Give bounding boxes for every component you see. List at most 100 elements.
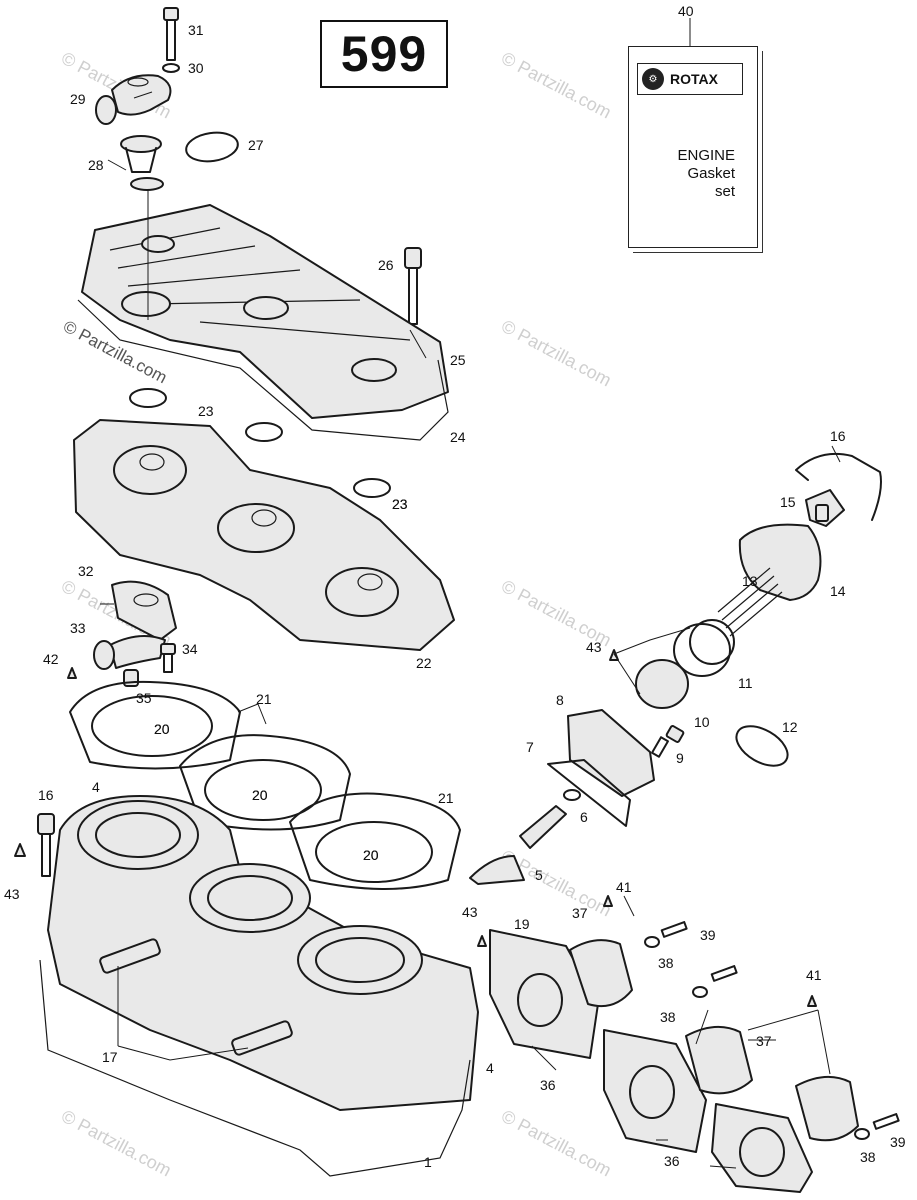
callout: 37 bbox=[756, 1033, 772, 1049]
callout: 4 bbox=[92, 779, 100, 795]
callout: 35 bbox=[136, 690, 152, 706]
washer-38 bbox=[644, 936, 660, 948]
o-ring-23 bbox=[353, 478, 391, 498]
bolt-39 bbox=[660, 921, 688, 938]
watermark-text: © Partzilla.com bbox=[498, 846, 614, 921]
washer-30 bbox=[162, 63, 180, 73]
bracket-17 bbox=[99, 938, 161, 974]
callout: 41 bbox=[616, 879, 632, 895]
cylinder-block-4 bbox=[47, 795, 479, 1111]
callout: 36 bbox=[664, 1153, 680, 1169]
callout: 41 bbox=[806, 967, 822, 983]
watermark-text: © Partzilla.com bbox=[58, 1106, 174, 1181]
callout: 20 bbox=[252, 787, 268, 803]
o-ring-27 bbox=[185, 131, 239, 163]
piston-10 bbox=[635, 659, 689, 709]
gasket-24 bbox=[77, 299, 449, 441]
sealant-drop-43 bbox=[14, 843, 26, 857]
callout: 26 bbox=[378, 257, 394, 273]
callout: 9 bbox=[676, 750, 684, 766]
bolt-34 bbox=[160, 643, 176, 673]
callout: 8 bbox=[556, 692, 564, 708]
washer-38 bbox=[692, 986, 708, 998]
sleeve-37 bbox=[685, 1025, 753, 1095]
head-gasket-21 bbox=[289, 792, 461, 890]
callout: 20 bbox=[363, 847, 379, 863]
gasket-label: 20 bbox=[363, 847, 379, 863]
hose-end-33 bbox=[93, 640, 115, 670]
o-ring-23 bbox=[245, 422, 283, 442]
sealant-drop-42 bbox=[67, 667, 77, 679]
valve-housing-8 bbox=[567, 709, 655, 797]
hose-33 bbox=[109, 635, 166, 669]
callout: 22 bbox=[416, 655, 432, 671]
base-gasket-1 bbox=[39, 959, 471, 1177]
callout: 32 bbox=[78, 563, 94, 579]
thermostat-28 bbox=[120, 135, 164, 191]
callout: 33 bbox=[70, 620, 86, 636]
callout: 38 bbox=[658, 955, 674, 971]
spring-13 bbox=[717, 567, 783, 637]
logo-brand: ROTAX bbox=[670, 71, 718, 87]
callout: 6 bbox=[580, 809, 588, 825]
gasket-label: 20 bbox=[154, 721, 170, 737]
head-cover-25 bbox=[81, 204, 449, 419]
callout: 43 bbox=[462, 904, 478, 920]
callout: 13 bbox=[742, 573, 758, 589]
bracket-17 bbox=[231, 1020, 293, 1056]
callout: 42 bbox=[43, 651, 59, 667]
plug-15 bbox=[805, 489, 845, 527]
callout: 11 bbox=[738, 675, 753, 691]
gear-icon: ⚙ bbox=[642, 68, 664, 90]
bolt-31 bbox=[163, 7, 179, 61]
callout-labels: 31 30 29 28 27 26 25 23 23 24 23 22 32 3… bbox=[4, 3, 906, 1170]
sleeve-37 bbox=[795, 1075, 859, 1142]
booklet-line: Gasket bbox=[687, 165, 735, 182]
callout: 23 bbox=[198, 403, 214, 419]
bolt-16 bbox=[37, 813, 55, 877]
callout: 39 bbox=[890, 1134, 906, 1150]
callout: 23 bbox=[392, 496, 408, 512]
sleeve-37 bbox=[569, 939, 633, 1008]
callout: 10 bbox=[694, 714, 710, 730]
head-gasket-21 bbox=[179, 734, 351, 831]
callout: 15 bbox=[780, 494, 796, 510]
callout: 23 bbox=[392, 496, 408, 512]
callout: 27 bbox=[248, 137, 264, 153]
sealant-drop-43 bbox=[477, 935, 487, 947]
callout: 21 bbox=[438, 790, 454, 806]
o-ring-12 bbox=[735, 725, 789, 767]
callout: 36 bbox=[540, 1077, 556, 1093]
cylinder-head-22 bbox=[73, 419, 455, 651]
valve-5 bbox=[469, 805, 567, 885]
elbow-32 bbox=[111, 580, 177, 641]
callout: 43 bbox=[586, 639, 602, 655]
gasket-label: 20 bbox=[252, 787, 268, 803]
o-ring-23 bbox=[129, 388, 167, 408]
callout: 29 bbox=[70, 91, 86, 107]
callout: 34 bbox=[182, 641, 198, 657]
bolt-26 bbox=[404, 247, 422, 325]
callout: 16 bbox=[38, 787, 54, 803]
callout: 17 bbox=[102, 1049, 118, 1065]
callout: 12 bbox=[782, 719, 798, 735]
callout: 19 bbox=[514, 916, 530, 932]
spring-clip-16 bbox=[795, 452, 882, 521]
watermark-text: © Partzilla.com bbox=[498, 316, 614, 391]
callout: 39 bbox=[700, 927, 716, 943]
callout: 20 bbox=[154, 721, 170, 737]
sealant-drop-41 bbox=[807, 995, 817, 1007]
callout: 38 bbox=[660, 1009, 676, 1025]
bolt-9 bbox=[651, 725, 685, 758]
leader-lines bbox=[100, 18, 841, 1169]
flange-36 bbox=[489, 929, 599, 1059]
gasket-7 bbox=[547, 759, 631, 827]
watermark-text: © Partzilla.com bbox=[498, 48, 614, 123]
callout: 30 bbox=[188, 60, 204, 76]
callout: 38 bbox=[860, 1149, 876, 1165]
page-number-box: 599 bbox=[320, 20, 448, 88]
bolt-39 bbox=[710, 965, 738, 982]
callout: 16 bbox=[830, 428, 846, 444]
callout: 4 bbox=[486, 1060, 494, 1076]
